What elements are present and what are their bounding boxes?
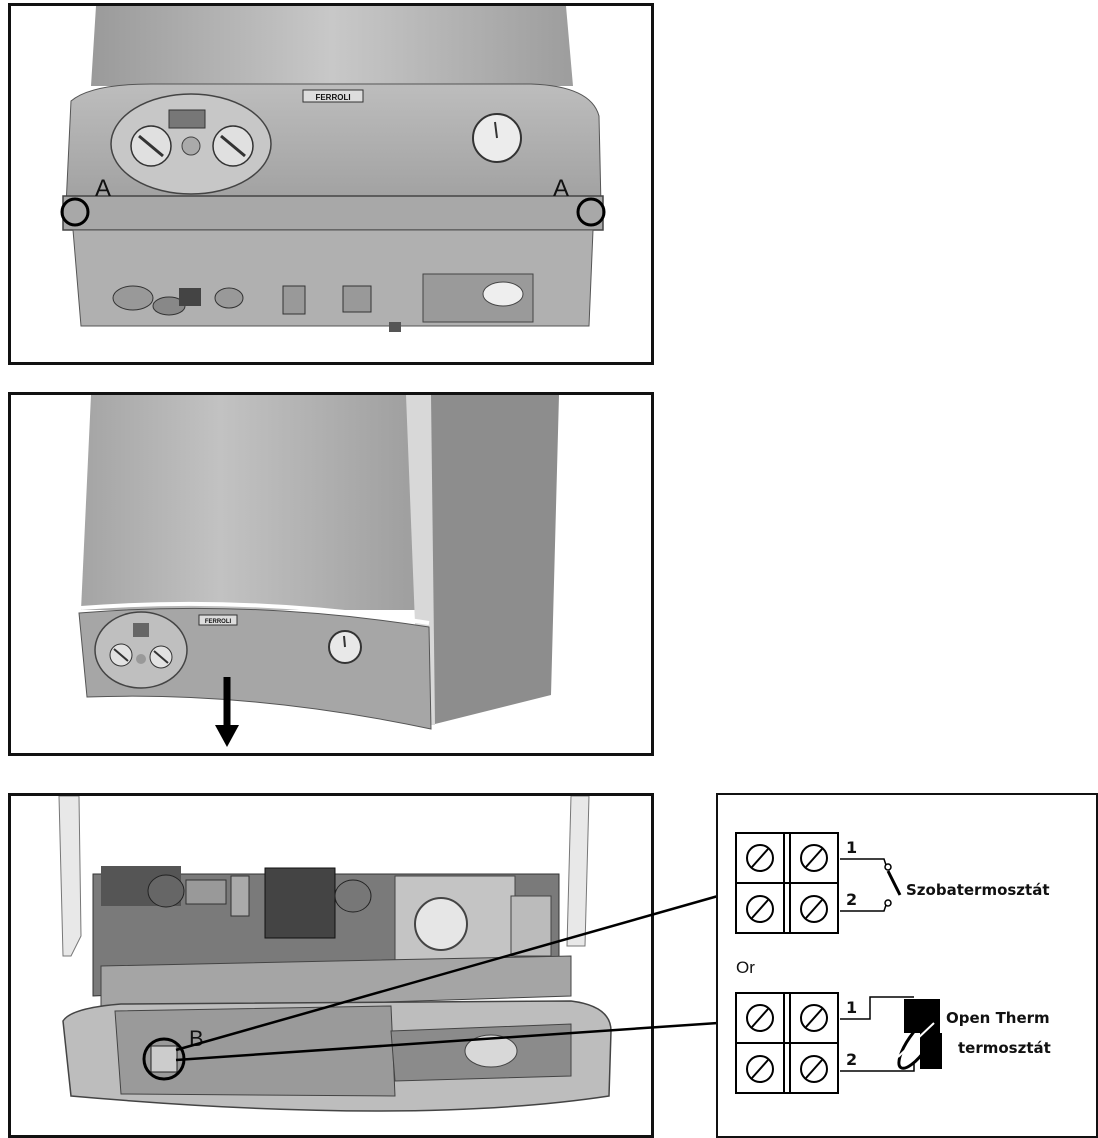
brand-plate <box>198 614 238 626</box>
terminal-block-icon <box>150 1045 178 1073</box>
opentherm-label-line2: termosztát <box>958 1039 1051 1057</box>
room-thermostat-label: Szobatermosztát <box>906 881 1050 899</box>
terminal-block-opentherm <box>735 992 839 1094</box>
marker-a-left <box>60 197 90 227</box>
terminal-1-label: 1 <box>846 998 857 1017</box>
wiring-illustration: 1 2 Szobatermosztát Or 1 2 <box>735 832 1051 1094</box>
boiler-front-illustration: FERROLI <box>78 395 559 747</box>
panel-front-view: FERROLI <box>8 392 654 756</box>
control-ring <box>94 611 188 689</box>
or-label: Or <box>736 958 755 977</box>
brand-text: FERROLI <box>315 93 350 102</box>
marker-a-right <box>576 197 606 227</box>
panel-open-view: B <box>8 793 654 1138</box>
boiler-open-illustration: B <box>58 796 612 1112</box>
brand-text: FERROLI <box>205 619 232 625</box>
terminal-2-label: 2 <box>846 890 857 909</box>
panel-wiring-diagram: 1 2 Szobatermosztát Or 1 2 <box>716 793 1098 1138</box>
marker-a-left-label: A <box>95 175 111 202</box>
marker-a-right-label: A <box>553 175 569 202</box>
panel-bottom-view: FERROLI A A <box>8 3 654 365</box>
brand-plate <box>302 89 364 103</box>
opentherm-label-line1: Open Therm <box>946 1009 1050 1027</box>
terminal-2-label: 2 <box>846 1050 857 1069</box>
down-arrow-icon <box>215 725 239 747</box>
opentherm-thermostat-icon <box>897 999 942 1070</box>
display-icon <box>133 623 149 637</box>
terminal-1-label: 1 <box>846 838 857 857</box>
terminal-block-room <box>735 832 839 934</box>
switch-icon <box>886 870 902 896</box>
display-icon <box>168 109 206 129</box>
boiler-bottom-illustration: FERROLI A A <box>60 6 606 332</box>
